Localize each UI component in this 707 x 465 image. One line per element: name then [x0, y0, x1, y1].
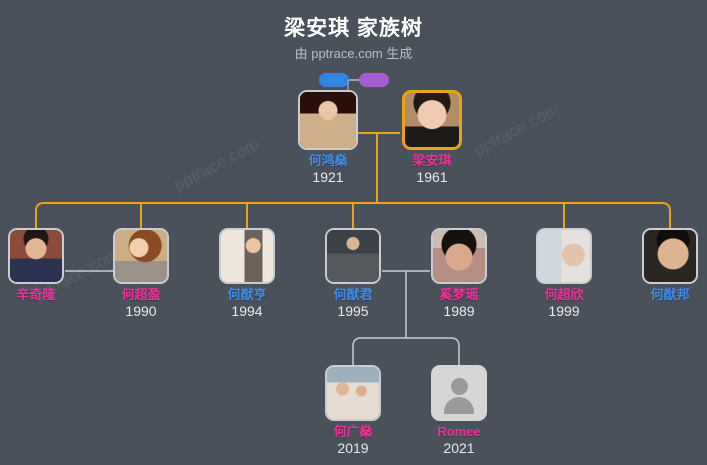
- photo-image: [405, 93, 459, 147]
- legend-female-pill: [358, 73, 389, 87]
- person-node[interactable]: 梁安琪 1961: [377, 90, 487, 186]
- person-name: 何超盈: [121, 287, 161, 302]
- person-photo[interactable]: [8, 228, 64, 284]
- person-photo[interactable]: [325, 365, 381, 421]
- avatar-head-icon: [450, 378, 468, 396]
- photo-image: [327, 230, 379, 282]
- person-name: 梁安琪: [412, 153, 452, 168]
- person-node[interactable]: 何猷君 1995: [298, 228, 408, 320]
- person-node[interactable]: 何猷邦: [615, 228, 707, 303]
- person-name: 何猷君: [333, 287, 373, 302]
- person-photo-placeholder[interactable]: [431, 365, 487, 421]
- person-name: 何超欣: [544, 287, 584, 302]
- person-name: 何猷亨: [227, 287, 267, 302]
- person-year: 2021: [443, 440, 475, 456]
- person-name: 何鸿燊: [308, 153, 348, 168]
- person-year: 1999: [548, 303, 580, 319]
- watermark-1: pptrace.com: [170, 134, 263, 195]
- person-year: 1921: [312, 169, 344, 185]
- person-photo[interactable]: [113, 228, 169, 284]
- person-photo[interactable]: [642, 228, 698, 284]
- person-name: 奚梦瑶: [439, 287, 479, 302]
- person-photo[interactable]: [219, 228, 275, 284]
- gender-legend: [0, 70, 707, 90]
- person-photo[interactable]: [402, 90, 462, 150]
- person-node[interactable]: 辛奇隆: [0, 228, 91, 303]
- photo-image: [327, 367, 379, 419]
- legend-link-line: [348, 79, 359, 81]
- person-name: 何广燊: [333, 424, 373, 439]
- person-year: 1961: [416, 169, 448, 185]
- person-node[interactable]: Romee 2021: [404, 365, 514, 457]
- person-photo[interactable]: [325, 228, 381, 284]
- person-name: 何猷邦: [650, 287, 690, 302]
- person-node[interactable]: 何超欣 1999: [509, 228, 619, 320]
- page-title: 梁安琪 家族树: [284, 17, 423, 40]
- avatar-body-icon: [444, 396, 474, 414]
- person-photo[interactable]: [298, 90, 358, 150]
- photo-image: [10, 230, 62, 282]
- person-year: 1990: [125, 303, 157, 319]
- person-name: Romee: [437, 424, 481, 439]
- person-year: 2019: [337, 440, 369, 456]
- person-node[interactable]: 奚梦瑶 1989: [404, 228, 514, 320]
- photo-image: [115, 230, 167, 282]
- person-year: 1989: [443, 303, 475, 319]
- page-subtitle: 由 pptrace.com 生成: [294, 46, 413, 61]
- person-node[interactable]: 何鸿燊 1921: [273, 90, 383, 186]
- photo-image: [644, 230, 696, 282]
- person-node[interactable]: 何超盈 1990: [86, 228, 196, 320]
- photo-image: [300, 92, 356, 148]
- photo-image: [221, 230, 273, 282]
- person-year: 1995: [337, 303, 369, 319]
- person-node[interactable]: 何广燊 2019: [298, 365, 408, 457]
- person-name: 辛奇隆: [16, 287, 56, 302]
- person-photo[interactable]: [536, 228, 592, 284]
- person-year: 1994: [231, 303, 263, 319]
- photo-image: [538, 230, 590, 282]
- legend-male-pill: [318, 73, 349, 87]
- person-node[interactable]: 何猷亨 1994: [192, 228, 302, 320]
- photo-image: [433, 230, 485, 282]
- person-photo[interactable]: [431, 228, 487, 284]
